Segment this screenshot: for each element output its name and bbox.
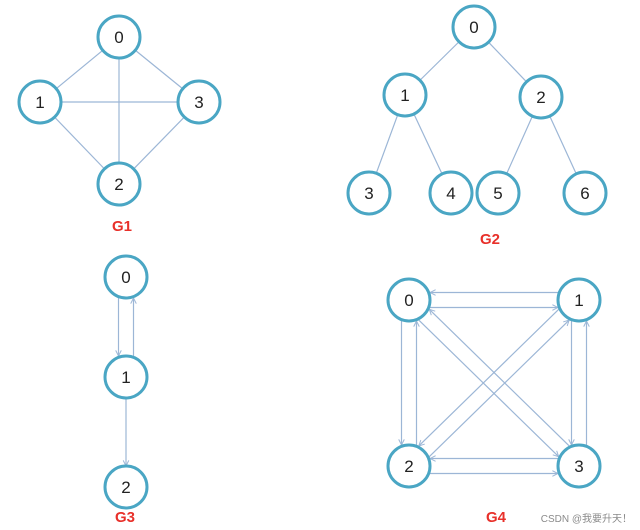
g4-node-2-label: 2 [404,457,413,476]
g2-node-2: 2 [518,74,564,120]
g4-node-1-circle [556,277,602,323]
g1-node-1-label: 1 [35,93,44,112]
g4-node-0-label: 0 [404,291,413,310]
g3-node-1-label: 1 [121,368,130,387]
g4-node-2-circle [386,443,432,489]
g4-node-3-circle [556,443,602,489]
g1-node-3: 3 [176,79,222,125]
g2-node-1: 1 [382,72,428,118]
g2-node-3-circle [346,170,392,216]
g2-node-6-label: 6 [580,184,589,203]
graph-g1: 0 1 3 2G1 [17,14,222,235]
g4-node-1-label: 1 [574,291,583,310]
g4-node-3: 3 [556,443,602,489]
g1-edge-3-2 [133,116,185,170]
g1-node-0: 0 [96,14,142,60]
g1-edge-0-1 [55,49,104,90]
g2-node-6: 6 [562,170,608,216]
g4-edge-2-1 [428,320,569,458]
g1-node-2-label: 2 [114,175,123,194]
g2-node-5-circle [475,170,521,216]
graph-g3: 0 1 2G3 [103,254,149,526]
g4-node-1: 1 [556,277,602,323]
g1-node-3-label: 3 [194,93,203,112]
g1-edge-1-2 [54,116,105,170]
g3-title: G3 [115,509,135,526]
g1-edge-0-3 [134,49,184,90]
g2-node-3-label: 3 [364,184,373,203]
g2-title: G2 [480,231,500,248]
g4-title: G4 [486,509,507,526]
g2-edge-0-2 [488,41,527,83]
g2-node-4-circle [428,170,474,216]
g3-node-1-circle [103,354,149,400]
g1-title: G1 [112,218,132,235]
g3-node-0-circle [103,254,149,300]
g2-node-0: 0 [451,4,497,50]
g3-node-0: 0 [103,254,149,300]
g2-edge-1-4 [413,113,443,175]
g1-node-2: 2 [96,161,142,207]
g2-node-4-label: 4 [446,184,455,203]
g2-node-0-label: 0 [469,18,478,37]
g4-node-0-circle [386,277,432,323]
g1-node-1-circle [17,79,63,125]
g1-node-2-circle [96,161,142,207]
csdn-watermark: CSDN @我要升天！ [541,513,632,525]
graph-g2: 0 1 2 3 4 5 6G2 [346,4,608,248]
g2-node-3: 3 [346,170,392,216]
g4-edge-1-2 [419,308,560,446]
g2-node-4: 4 [428,170,474,216]
g1-node-0-label: 0 [114,28,123,47]
g2-node-5-label: 5 [493,184,502,203]
g4-node-0: 0 [386,277,432,323]
graph-g4: 0 1 2 3G4 [386,277,602,526]
g2-edge-1-3 [375,114,399,174]
g4-edge-0-3 [418,319,559,457]
g1-node-1: 1 [17,79,63,125]
g3-node-2-label: 2 [121,478,130,497]
g2-edge-2-5 [506,115,533,175]
g2-edge-2-6 [549,115,577,175]
g2-node-0-circle [451,4,497,50]
g4-node-3-label: 3 [574,457,583,476]
g2-edge-0-1 [419,41,460,81]
g3-node-2: 2 [103,464,149,510]
g2-node-2-label: 2 [536,88,545,107]
g2-node-5: 5 [475,170,521,216]
g2-node-2-circle [518,74,564,120]
g2-node-1-circle [382,72,428,118]
g1-node-3-circle [176,79,222,125]
g4-edge-3-0 [429,309,570,447]
g2-node-1-label: 1 [400,86,409,105]
g1-node-0-circle [96,14,142,60]
g3-node-1: 1 [103,354,149,400]
g2-node-6-circle [562,170,608,216]
g4-node-2: 2 [386,443,432,489]
g3-node-2-circle [103,464,149,510]
g3-node-0-label: 0 [121,268,130,287]
